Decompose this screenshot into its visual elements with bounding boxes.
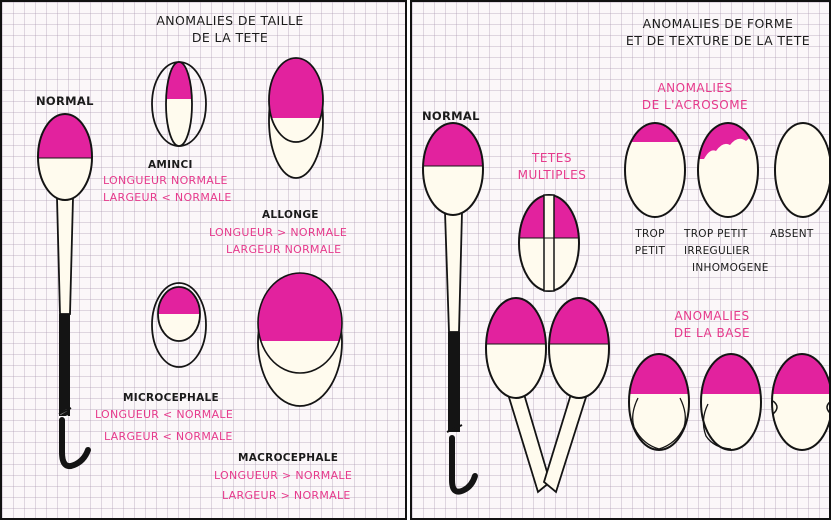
size-anomalies-illustration [37, 57, 343, 470]
macrocephale-head [257, 272, 343, 407]
acrosome-irregular-head [697, 122, 759, 218]
title-line-2: DE LA TETE [191, 30, 269, 45]
aminci-length: LONGUEUR NORMALE [103, 174, 228, 187]
double-head-sperm [485, 297, 610, 494]
normal-label-right: NORMAL [422, 109, 480, 123]
shape-anomalies-title: ANOMALIES DE FORME ET DE TEXTURE DE LA T… [598, 15, 829, 49]
shape-anomalies-illustration [422, 122, 829, 495]
title-line-2: ET DE TEXTURE DE LA TETE [625, 33, 811, 48]
title-line-1: ANOMALIES DE FORME [642, 16, 794, 31]
aminci-head [151, 61, 207, 147]
acrosome-line-1: ANOMALIES [657, 81, 733, 95]
base-anomalies-label: ANOMALIES DE LA BASE [652, 308, 772, 342]
irregular-label-line-1: TROP PETIT [684, 228, 748, 240]
base-anomaly-head-2 [700, 353, 762, 451]
microcephale-length: LONGUEUR < NORMALE [95, 408, 234, 421]
base-line-2: DE LA BASE [673, 326, 751, 340]
allonge-label: ALLONGE [262, 209, 319, 221]
size-anomalies-title: ANOMALIES DE TAILLE DE LA TETE [140, 12, 320, 46]
microcephale-width: LARGEUR < NORMALE [104, 430, 233, 443]
tetes-line: TETES [532, 151, 572, 165]
base-anomaly-head-3 [771, 353, 829, 451]
acrosome-too-small-head [624, 122, 686, 218]
inhomogeneous-label: INHOMOGENE [692, 262, 769, 274]
normal-sperm [37, 113, 93, 470]
tetes-multiples-label: TETES MULTIPLES [502, 150, 602, 184]
allonge-width: LARGEUR NORMALE [226, 243, 342, 256]
petit-line: PETIT [634, 245, 666, 257]
aminci-width: LARGEUR < NORMALE [103, 191, 232, 204]
allonge-head [268, 57, 324, 179]
normal-sperm-right [422, 122, 484, 495]
macrocephale-width: LARGEUR > NORMALE [222, 489, 351, 502]
left-panel-size-anomalies: ANOMALIES DE TAILLE DE LA TETE NORMAL AM… [0, 0, 407, 520]
base-anomaly-head-1 [628, 353, 690, 451]
microcephale-label: MICROCEPHALE [123, 392, 220, 404]
acrosome-line-2: DE L'ACROSOME [641, 98, 749, 112]
macrocephale-label: MACROCEPHALE [238, 452, 339, 464]
too-small-label: TROP PETIT [630, 226, 670, 260]
acrosome-anomalies-label: ANOMALIES DE L'ACROSOME [630, 80, 760, 114]
macrocephale-length: LONGUEUR > NORMALE [214, 469, 353, 482]
absent-label: ABSENT [770, 228, 814, 240]
acrosome-absent-head [774, 122, 829, 218]
base-line-1: ANOMALIES [674, 309, 750, 323]
allonge-length: LONGUEUR > NORMALE [209, 226, 348, 239]
irregular-label-line-2: IRREGULIER [684, 245, 751, 257]
trop-line: TROP [635, 228, 665, 240]
right-panel-shape-anomalies: ANOMALIES DE FORME ET DE TEXTURE DE LA T… [410, 0, 831, 520]
microcephale-head [151, 282, 207, 368]
title-line-1: ANOMALIES DE TAILLE [156, 13, 304, 28]
aminci-label: AMINCI [148, 159, 193, 171]
normal-label: NORMAL [36, 94, 94, 108]
split-head [518, 194, 580, 292]
multiples-line: MULTIPLES [517, 168, 587, 182]
